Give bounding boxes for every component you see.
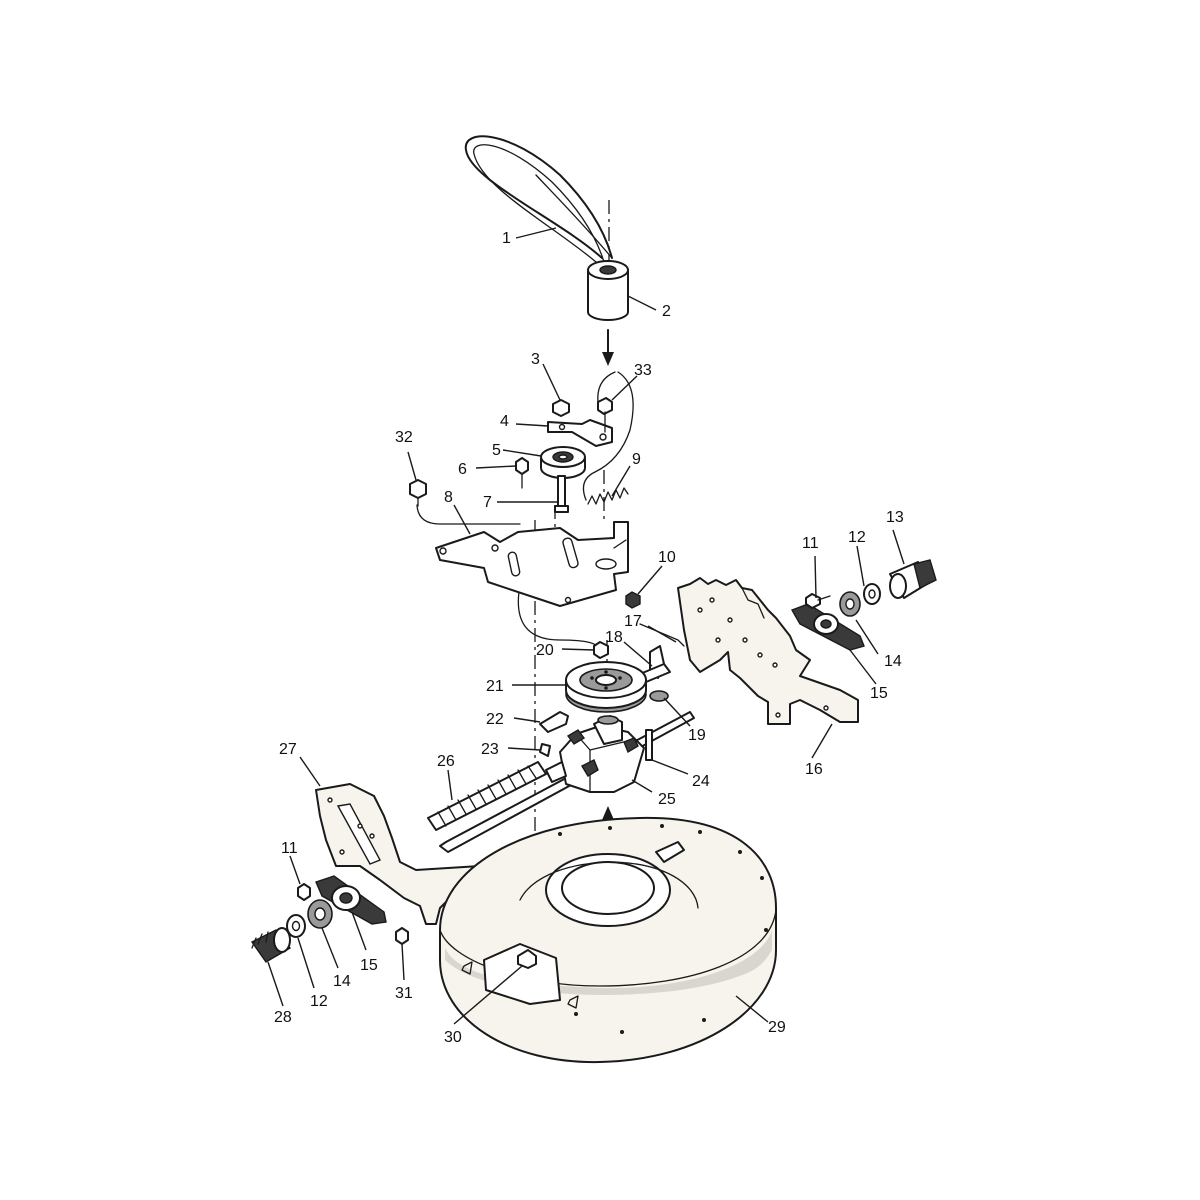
right-wheel-hardware xyxy=(790,559,937,651)
callout-14-right: 14 xyxy=(884,653,902,670)
callout-6: 6 xyxy=(458,461,467,478)
arm-hardware xyxy=(639,623,685,702)
leader-lines xyxy=(267,227,905,1025)
callout-17: 17 xyxy=(624,613,642,630)
callout-28: 28 xyxy=(274,1009,292,1026)
callout-29: 29 xyxy=(768,1019,786,1036)
left-bracket-part-27 xyxy=(315,783,485,925)
callout-2: 2 xyxy=(662,303,671,320)
callout-1: 1 xyxy=(502,230,511,247)
callout-26: 26 xyxy=(437,753,455,770)
callout-16: 16 xyxy=(805,761,823,778)
idler-hardware xyxy=(515,397,629,513)
callout-4: 4 xyxy=(500,413,509,430)
spring-part-26 xyxy=(427,761,547,831)
callout-15-left: 15 xyxy=(360,957,378,974)
callout-20: 20 xyxy=(536,642,554,659)
callout-33: 33 xyxy=(634,362,652,379)
callout-11-right: 11 xyxy=(802,535,819,552)
callout-22: 22 xyxy=(486,711,504,728)
callout-25: 25 xyxy=(658,791,676,808)
callout-8: 8 xyxy=(444,489,453,506)
bolt-part-32 xyxy=(409,479,427,507)
callout-27: 27 xyxy=(279,741,297,758)
nut-part-10 xyxy=(625,591,641,609)
callout-7: 7 xyxy=(483,494,492,511)
deck-part-29 xyxy=(439,816,777,1064)
transmission-part-25 xyxy=(439,711,695,853)
left-wheel-hardware xyxy=(250,875,409,963)
callout-5: 5 xyxy=(492,442,501,459)
callout-21: 21 xyxy=(486,678,504,695)
callout-24: 24 xyxy=(692,773,710,790)
callout-12-right: 12 xyxy=(848,529,866,546)
callout-32: 32 xyxy=(395,429,413,446)
callout-18: 18 xyxy=(605,629,623,646)
callout-9: 9 xyxy=(632,451,641,468)
right-bracket-part-16 xyxy=(677,577,859,725)
sleeve-part-2 xyxy=(587,260,629,366)
callout-11-left: 11 xyxy=(281,840,298,857)
callout-3: 3 xyxy=(531,351,540,368)
callout-12-left: 12 xyxy=(310,993,328,1010)
callout-31: 31 xyxy=(395,985,413,1002)
callout-10: 10 xyxy=(658,549,676,566)
callout-19: 19 xyxy=(688,727,706,744)
bracket-part-8 xyxy=(435,521,629,607)
callout-30: 30 xyxy=(444,1029,462,1046)
belt-part-1 xyxy=(464,135,613,263)
callout-labels: 1 2 3 4 5 6 7 8 9 10 11 11 12 12 13 14 1… xyxy=(274,230,904,1046)
callout-13: 13 xyxy=(886,509,904,526)
drive-pulley xyxy=(565,641,647,713)
callout-15-right: 15 xyxy=(870,685,888,702)
callout-14-left: 14 xyxy=(333,973,351,990)
callout-23: 23 xyxy=(481,741,499,758)
